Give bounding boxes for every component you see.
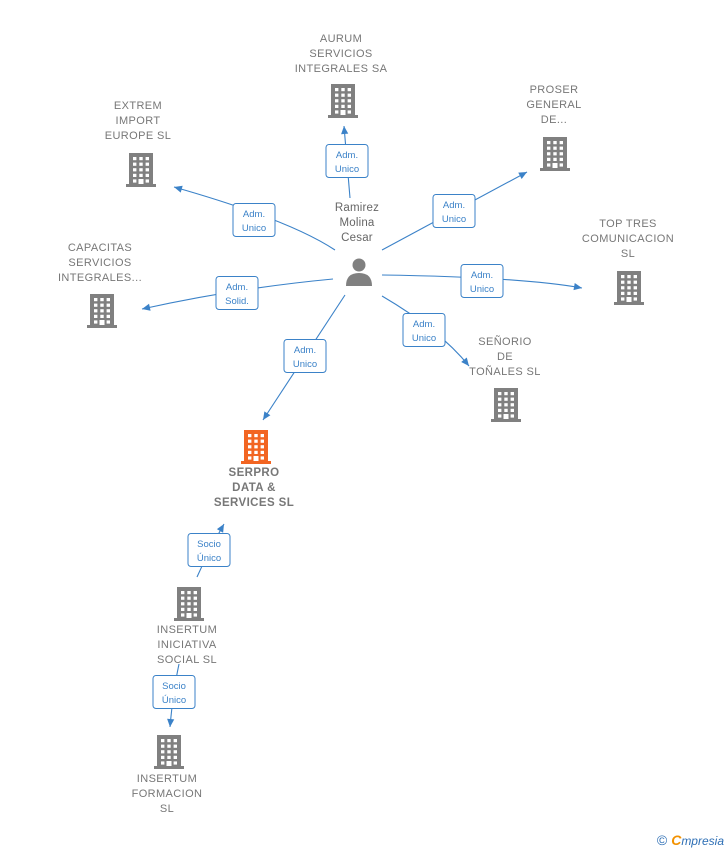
role-text: Adm.Unico xyxy=(412,319,436,344)
building-icon xyxy=(174,587,204,621)
arrowhead-insertum_formacion xyxy=(167,718,175,727)
role-text: Adm.Unico xyxy=(470,270,494,295)
role-text: Adm.Unico xyxy=(335,150,359,175)
role-badge-person-to-toptres[interactable]: Adm.Unico xyxy=(460,264,504,298)
role-badge-person-to-capacitas[interactable]: Adm.Solid. xyxy=(215,276,259,310)
arrowhead-serpro xyxy=(263,411,271,420)
role-labels-layer: Adm.UnicoAdm.UnicoAdm.UnicoAdm.UnicoAdm.… xyxy=(152,144,504,709)
brand-initial: C xyxy=(671,832,682,848)
arrowhead-capacitas xyxy=(142,303,151,311)
copyright-symbol: © xyxy=(656,832,668,848)
building-icon xyxy=(614,271,644,305)
building-icon xyxy=(328,84,358,118)
role-badge-person-to-aurum[interactable]: Adm.Unico xyxy=(325,144,369,178)
arrowhead-serpro xyxy=(216,524,224,533)
role-text: Adm.Unico xyxy=(293,345,317,370)
building-icon xyxy=(154,735,184,769)
building-icon xyxy=(491,388,521,422)
building-icon xyxy=(540,137,570,171)
role-badge-person-to-extrem[interactable]: Adm.Unico xyxy=(232,203,276,237)
building-icon xyxy=(241,430,271,464)
role-text: Adm.Solid. xyxy=(225,282,249,307)
person-icon xyxy=(346,258,372,286)
role-badge-person-to-senorio[interactable]: Adm.Unico xyxy=(402,313,446,347)
arrowhead-senorio xyxy=(461,357,469,366)
footer-brand[interactable]: ©Cmpresia xyxy=(657,832,724,848)
role-text: Adm.Unico xyxy=(242,209,266,234)
role-badge-person-to-serpro[interactable]: Adm.Unico xyxy=(283,339,327,373)
building-icon xyxy=(126,153,156,187)
arrowhead-proser xyxy=(518,172,527,179)
arrowhead-toptres xyxy=(573,283,582,291)
arrowhead-aurum xyxy=(341,126,349,135)
brand-name: mpresia xyxy=(681,834,724,848)
role-text: Adm.Unico xyxy=(442,200,466,225)
role-badge-person-to-proser[interactable]: Adm.Unico xyxy=(432,194,476,228)
building-icon xyxy=(87,294,117,328)
arrowhead-extrem xyxy=(174,185,183,193)
